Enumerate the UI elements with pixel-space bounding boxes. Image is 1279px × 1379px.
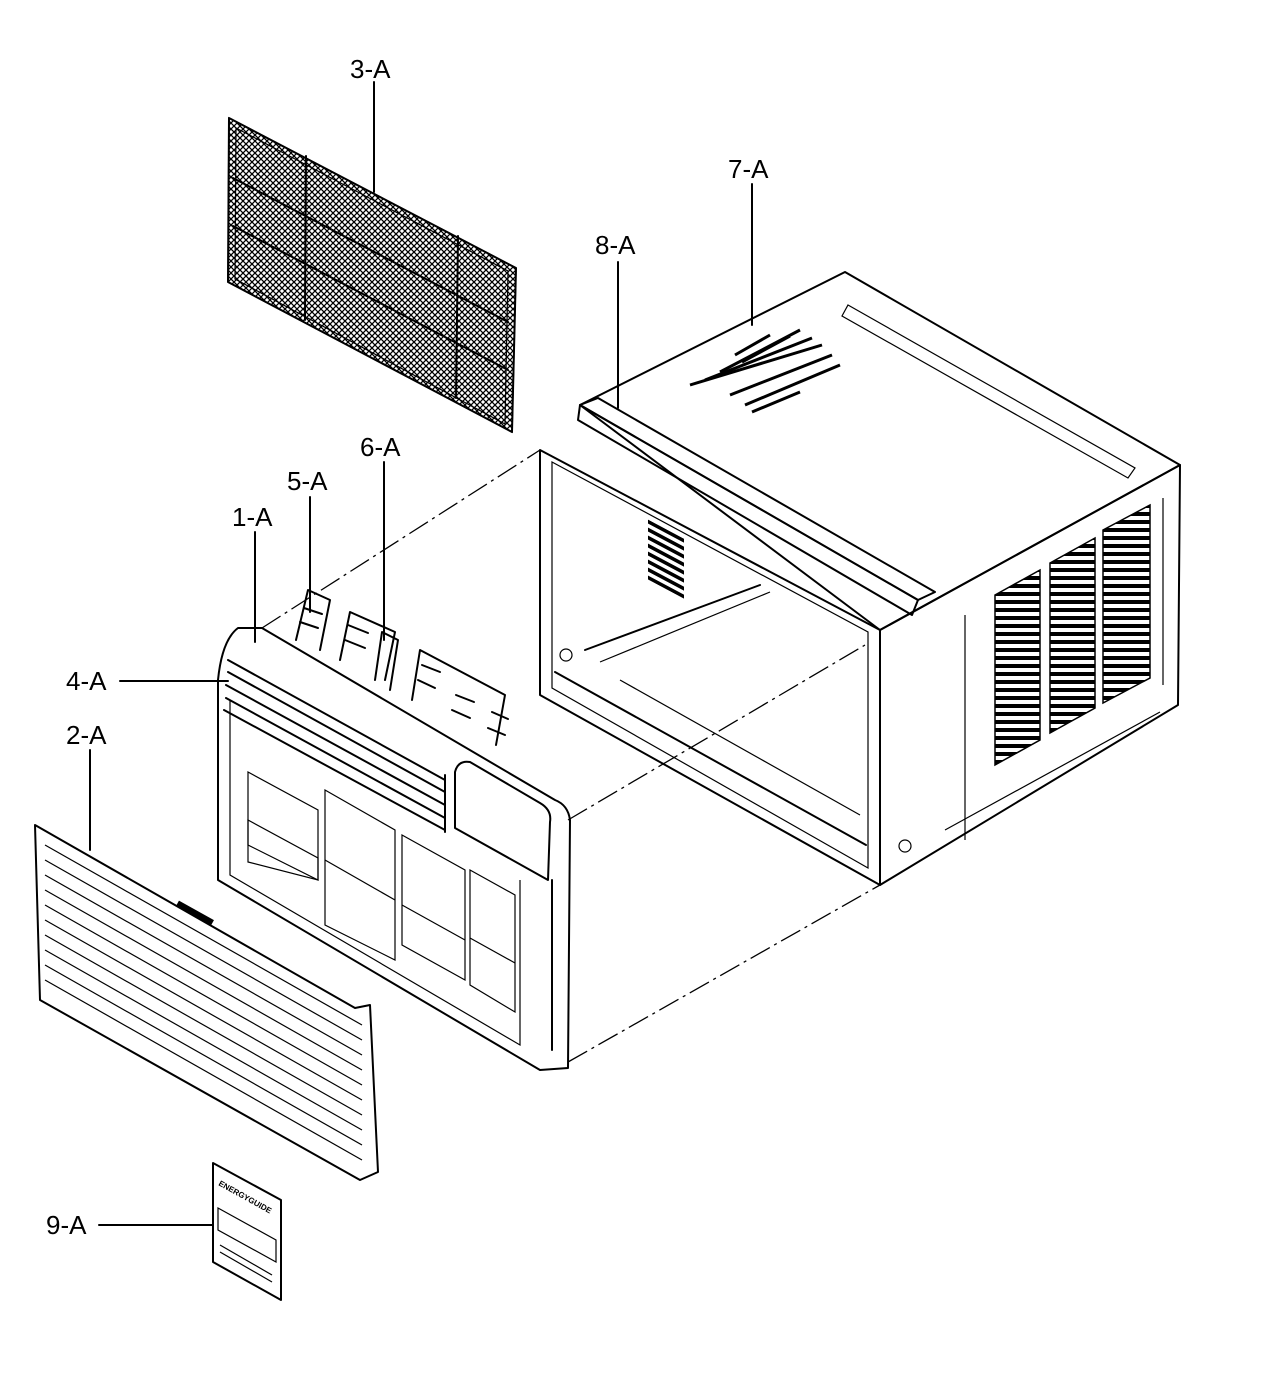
callout-5a: 5-A [287, 466, 328, 496]
front-frame-part [217, 627, 571, 1071]
callout-4a: 4-A [66, 666, 107, 696]
callout-6a: 6-A [360, 432, 401, 462]
callout-7a: 7-A [728, 154, 769, 184]
assembly-lines [261, 449, 881, 1063]
side-grilles [994, 503, 1151, 767]
label-plate-brand: ENERGYGUIDE [217, 1179, 274, 1216]
grille-slats [44, 844, 363, 1161]
callout-labels: 3-A 7-A 8-A 6-A 5-A 1-A 4-A 2-A 9-A [46, 54, 769, 1240]
callout-3a: 3-A [350, 54, 391, 84]
energy-label-part: ENERGYGUIDE [212, 1162, 282, 1301]
callout-1a: 1-A [232, 502, 273, 532]
callout-9a: 9-A [46, 1210, 87, 1240]
louvre [223, 659, 446, 833]
air-deflectors-part [295, 589, 509, 746]
callout-2a: 2-A [66, 720, 107, 750]
air-filter-part [227, 116, 517, 434]
top-vents [689, 328, 841, 414]
leader-lines [89, 81, 753, 1226]
cabinet-part [539, 271, 1181, 886]
front-grille-part [34, 824, 379, 1181]
callout-8a: 8-A [595, 230, 636, 260]
